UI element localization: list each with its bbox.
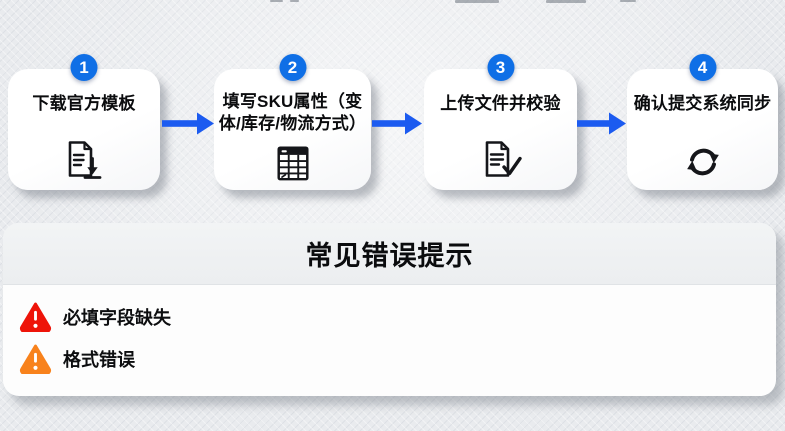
sync-arrows-icon [682,141,724,183]
step-number-badge: 4 [689,54,716,81]
cropped-text-fragment [546,0,586,3]
step-card-download-template: 1 下载官方模板 [8,54,160,190]
common-errors-panel: 常见错误提示 必填字段缺失 格式错误 [3,223,776,396]
flow-arrow-icon [577,112,626,135]
cropped-text-fragment [270,0,283,2]
cropped-text-fragment [620,0,636,2]
step-title: 下载官方模板 [32,94,136,113]
warning-triangle-red-icon [19,302,52,332]
common-errors-panel-title: 常见错误提示 [305,241,474,271]
flow-arrow-icon [162,112,214,135]
error-item-label: 必填字段缺失 [63,307,171,328]
document-download-icon [61,139,107,183]
document-check-icon [478,139,524,183]
step-number-badge: 1 [70,54,98,81]
cropped-text-fragment [290,0,299,2]
cropped-text-fragment [455,0,499,3]
spreadsheet-table-icon [272,143,314,183]
common-errors-panel-body: 必填字段缺失 格式错误 [3,285,776,375]
step-title: 上传文件并校验 [440,94,561,113]
step-card-upload-and-validate: 3 上传文件并校验 [424,54,577,190]
warning-triangle-orange-icon [19,344,52,374]
step-title: 填写SKU属性（变 体/库存/物流方式） [218,92,367,133]
step-number-badge: 2 [279,54,306,81]
step-title: 确认提交系统同步 [633,94,772,113]
error-item-label: 格式错误 [63,349,135,370]
error-item-required-field-missing: 必填字段缺失 [19,300,776,333]
common-errors-panel-header: 常见错误提示 [3,223,776,285]
step-card-fill-sku-attributes: 2 填写SKU属性（变 体/库存/物流方式） [214,54,371,190]
step-card-confirm-submit-sync: 4 确认提交系统同步 [627,54,778,190]
error-item-format-error: 格式错误 [19,342,776,375]
step-number-badge: 3 [487,54,514,81]
flow-arrow-icon [372,112,422,135]
